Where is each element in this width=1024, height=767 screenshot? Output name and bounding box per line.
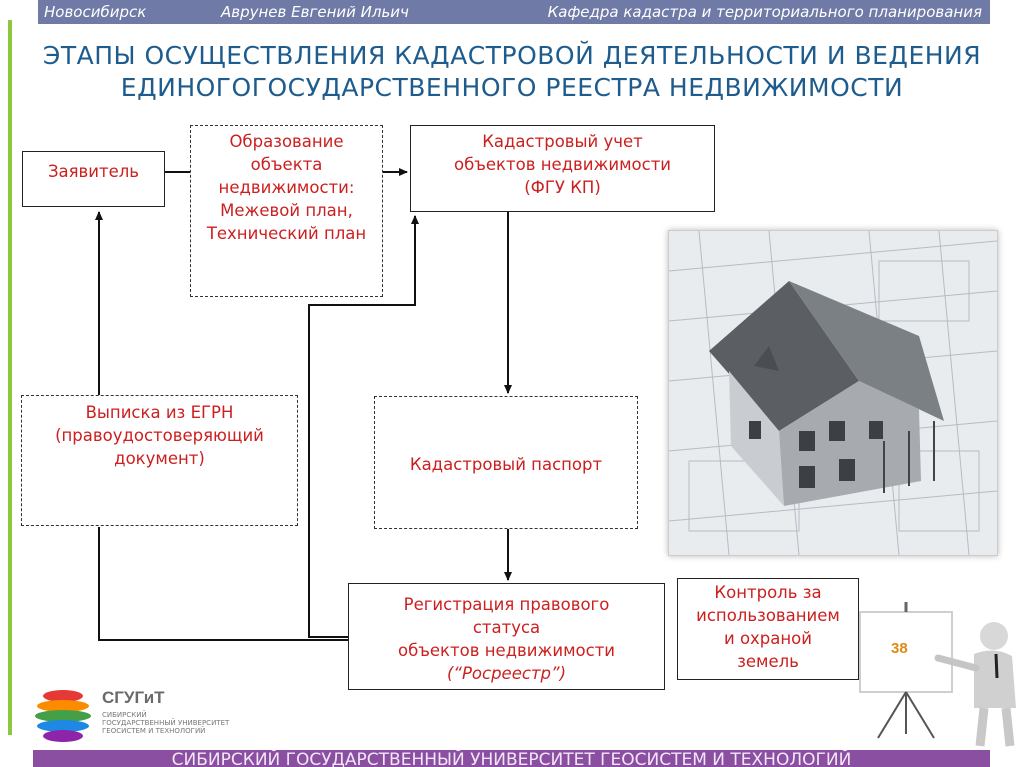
header-author: Аврунев Евгений Ильич (221, 3, 409, 21)
extract-line-2: (правоудостоверяющий (55, 426, 264, 445)
formation-line-2: объекта (250, 155, 323, 174)
logo-abbr: СГУГиТ (102, 688, 165, 707)
box-applicant: Заявитель (22, 151, 165, 207)
formation-line-5: Технический план (206, 224, 367, 243)
registration-line-4: (“Росреестр”) (446, 664, 567, 683)
arrow-registration-cadastral (308, 215, 419, 638)
registration-line-3: объектов недвижимости (397, 641, 616, 660)
control-line-1: Контроль за (714, 583, 822, 602)
cadastral-line-2: объектов недвижимости (453, 155, 672, 174)
box-passport: Кадастровый паспорт (374, 396, 638, 529)
box-formation: Образование объекта недвижимости: Межево… (190, 125, 383, 297)
slide-number: 38 (891, 640, 908, 657)
header-department: Кафедра кадастра и территориального план… (547, 3, 982, 21)
page-title: ЭТАПЫ ОСУЩЕСТВЛЕНИЯ КАДАСТРОВОЙ ДЕЯТЕЛЬН… (30, 40, 994, 104)
formation-line-1: Образование (229, 132, 344, 151)
house-blueprint-image (668, 230, 998, 556)
connector-extract-registration (98, 527, 349, 641)
footer-text: СИБИРСКИЙ ГОСУДАРСТВЕННЫЙ УНИВЕРСИТЕТ ГЕ… (171, 750, 852, 767)
logo-line-2: ГОСУДАРСТВЕННЫЙ УНИВЕРСИТЕТ (102, 719, 230, 727)
box-registration: Регистрация правового статуса объектов н… (348, 583, 665, 690)
cadastral-line-3: (ФГУ КП) (524, 178, 601, 197)
title-line-2: ЕДИНОГОГОСУДАРСТВЕННОГО РЕЕСТРА НЕДВИЖИМ… (120, 73, 904, 102)
title-line-1: ЭТАПЫ ОСУЩЕСТВЛЕНИЯ КАДАСТРОВОЙ ДЕЯТЕЛЬН… (42, 41, 982, 70)
university-logo-icon (33, 686, 93, 744)
registration-line-1: Регистрация правового (403, 595, 610, 614)
header-city: Новосибирск (44, 3, 147, 21)
control-line-4: земель (737, 652, 799, 671)
applicant-label: Заявитель (47, 162, 140, 181)
extract-line-3: документ) (114, 449, 205, 468)
box-cadastral-account: Кадастровый учет объектов недвижимости (… (410, 125, 715, 212)
box-control: Контроль за использованием и охраной зем… (677, 578, 859, 680)
formation-line-3: недвижимости: (218, 178, 355, 197)
header-bar: Новосибирск Аврунев Евгений Ильич Кафедр… (38, 0, 990, 24)
presenter-figure (856, 598, 1024, 748)
passport-label: Кадастровый паспорт (409, 455, 603, 474)
formation-line-4: Межевой план, (220, 201, 353, 220)
registration-line-2: статуса (472, 618, 541, 637)
accent-line (8, 20, 12, 735)
box-extract: Выписка из ЕГРН (правоудостоверяющий док… (21, 395, 298, 526)
footer-bar: СИБИРСКИЙ ГОСУДАРСТВЕННЫЙ УНИВЕРСИТЕТ ГЕ… (33, 750, 990, 767)
cadastral-line-1: Кадастровый учет (482, 132, 643, 151)
logo-text: СГУГиТ СИБИРСКИЙ ГОСУДАРСТВЕННЫЙ УНИВЕРС… (102, 688, 229, 735)
logo-line-1: СИБИРСКИЙ (102, 711, 147, 719)
control-line-2: использованием (696, 606, 840, 625)
control-line-3: и охраной (723, 629, 813, 648)
logo-line-3: ГЕОСИСТЕМ И ТЕХНОЛОГИЙ (102, 727, 206, 735)
extract-line-1: Выписка из ЕГРН (85, 403, 234, 422)
